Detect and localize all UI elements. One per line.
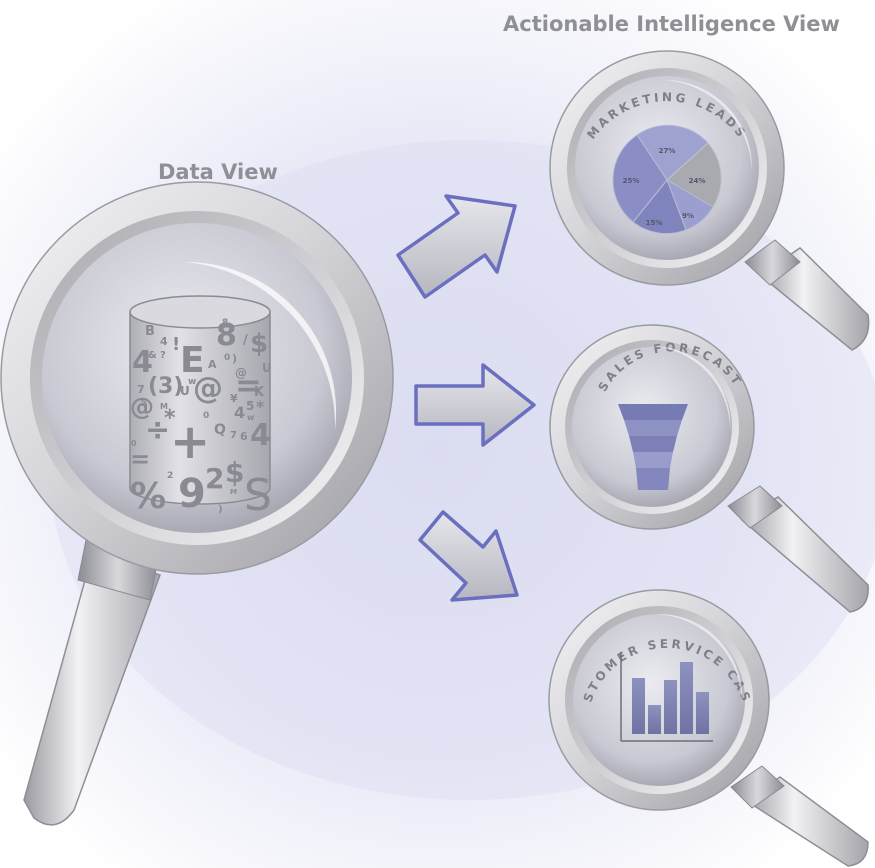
bar	[648, 705, 661, 734]
pie-label: 25%	[623, 177, 640, 185]
glyph: )	[232, 352, 237, 365]
glyph: *	[164, 406, 176, 431]
sales-handle	[727, 485, 869, 613]
glyph: E	[180, 340, 205, 381]
data-glyphs: 8 B 4 ! E 8 / $ 4 & ? A 0 ) 7 s (3) w @ …	[130, 318, 272, 521]
glyph: 7	[137, 383, 145, 396]
bar	[632, 678, 645, 734]
pie-slice-25	[612, 134, 668, 223]
glyph: 6	[240, 430, 248, 443]
glyph: 5	[246, 399, 254, 413]
glyph: ?	[160, 350, 166, 361]
marketing-leads-magnifier: MARKETING LEADS 27% 24% 9% 15% 25%	[549, 50, 870, 351]
flow-arrows	[396, 194, 536, 602]
glyph: s	[141, 397, 146, 407]
pie-slice-15	[632, 179, 687, 235]
pie-slice-24	[666, 142, 722, 208]
glyph: Q	[214, 422, 226, 438]
glyph: A	[208, 358, 217, 371]
glyph: 0	[203, 411, 209, 421]
glyph: 4	[132, 345, 153, 380]
funnel-stage	[618, 404, 688, 420]
funnel-stage	[624, 420, 682, 436]
actionable-intelligence-heading: Actionable Intelligence View	[503, 12, 840, 36]
glyph: 2	[167, 471, 173, 481]
glyph: 9	[178, 471, 206, 517]
data-view-magnifier: 8 B 4 ! E 8 / $ 4 & ? A 0 ) 7 s (3) w @ …	[0, 181, 394, 826]
glyph: w	[188, 377, 196, 387]
glyph: 4	[160, 335, 168, 348]
glyph: +	[170, 414, 210, 470]
glyph: @	[193, 371, 223, 406]
glyph: @	[130, 393, 154, 421]
glyph: 0	[224, 353, 230, 363]
service-bar-chart	[620, 652, 713, 742]
marketing-pie-chart: 27% 24% 9% 15% 25%	[612, 124, 722, 235]
glyph: $	[250, 329, 268, 359]
glyph: =	[235, 366, 262, 404]
glyph: 4	[234, 403, 245, 422]
pie-label: 24%	[689, 177, 706, 185]
arrow-to-service	[418, 510, 519, 602]
glyph: ÷	[145, 413, 170, 448]
glyph: )	[218, 504, 223, 515]
glyph: @	[235, 366, 247, 380]
glyph: *	[256, 397, 265, 416]
arrow-to-marketing	[396, 194, 517, 299]
glyph: B	[145, 324, 155, 339]
glyph: U	[262, 361, 272, 375]
sales-forecast-magnifier: SALES FORECAST	[549, 324, 869, 613]
pie-label: 27%	[659, 147, 676, 155]
bar	[664, 680, 677, 734]
service-lens-glass	[573, 614, 745, 786]
glyph: 8	[216, 318, 237, 353]
glyph: %	[130, 476, 166, 517]
glyph: M	[160, 402, 168, 411]
glyph: 0	[131, 439, 137, 448]
pie-label: 9%	[682, 212, 694, 220]
funnel-stage	[636, 468, 670, 490]
marketing-handle	[744, 239, 870, 351]
pie-slice-27	[636, 124, 709, 181]
glyph: S	[244, 470, 272, 521]
sales-funnel	[618, 404, 688, 490]
glyph: U	[180, 384, 190, 398]
glyph: &	[148, 350, 157, 361]
glyph: K	[254, 385, 265, 400]
arrow-to-sales	[414, 363, 536, 447]
glyph: /	[243, 333, 248, 348]
pie-label: 15%	[646, 219, 663, 227]
data-view-heading: Data View	[158, 160, 278, 184]
glyph: !	[172, 334, 180, 355]
bar	[680, 662, 693, 734]
glyph: 7	[230, 430, 237, 441]
glyph: 8	[222, 318, 228, 328]
glyph: $	[225, 456, 244, 489]
glyph: ¥	[230, 392, 238, 405]
data-cylinder: 8 B 4 ! E 8 / $ 4 & ? A 0 ) 7 s (3) w @ …	[129, 295, 272, 521]
service-handle	[730, 765, 869, 867]
glyph: M	[230, 488, 237, 496]
funnel-stage	[629, 436, 677, 452]
glyph: =	[130, 445, 150, 473]
glyph: w	[247, 413, 255, 422]
glyph: 4	[250, 418, 271, 453]
funnel-stage	[633, 452, 673, 468]
bar	[696, 692, 709, 734]
glyph: 2	[205, 462, 224, 495]
glyph: (3)	[148, 374, 183, 399]
